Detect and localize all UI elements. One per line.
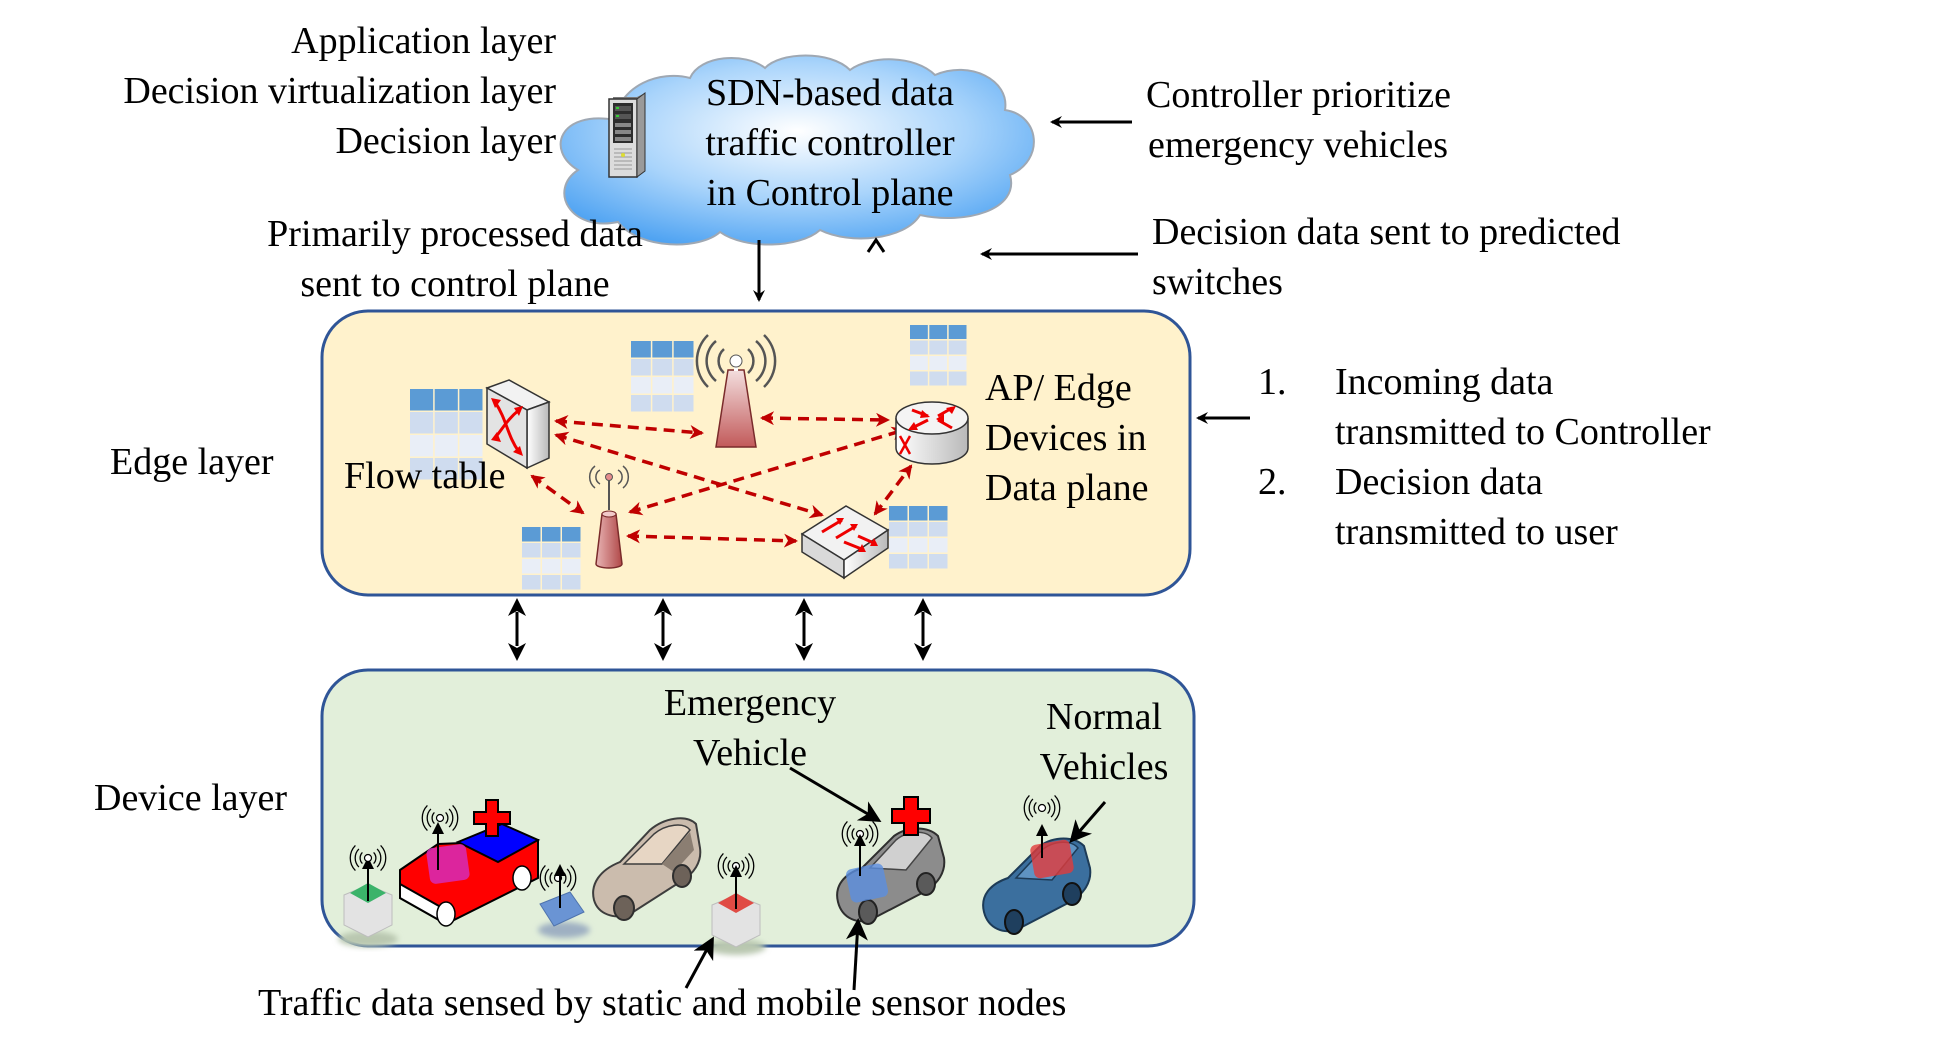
emergency-label-line-1: Emergency bbox=[663, 682, 837, 724]
layer-label-decision: Decision layer bbox=[335, 120, 556, 162]
edge-device-link-arrow bbox=[654, 598, 672, 661]
controller-note-line-2: emergency vehicles bbox=[1148, 124, 1448, 166]
wireless-signal-icon bbox=[349, 844, 387, 872]
cloud-text-line-1: SDN-based data bbox=[706, 72, 954, 114]
sensor-blue-icon bbox=[538, 864, 590, 938]
car-beige-icon bbox=[592, 817, 702, 921]
switch-icon bbox=[485, 379, 551, 470]
decision-note-line-2: switches bbox=[1152, 261, 1283, 303]
server-rack-icon bbox=[608, 92, 646, 178]
step-2-number: 2. bbox=[1258, 461, 1287, 503]
data-plane-text-line-3: Data plane bbox=[985, 467, 1149, 509]
edge-device-link-arrow bbox=[795, 598, 813, 661]
step-1-line-2: transmitted to Controller bbox=[1335, 411, 1711, 453]
flow-table-label: Flow table bbox=[344, 455, 506, 497]
emergency-label-line-2: Vehicle bbox=[693, 732, 807, 774]
data-plane-text-line-1: AP/ Edge bbox=[985, 367, 1132, 409]
wireless-signal-icon bbox=[717, 852, 755, 880]
arrow-caption-static bbox=[684, 936, 714, 989]
edge-device-link-arrow bbox=[914, 598, 932, 661]
edge-layer-label: Edge layer bbox=[110, 441, 274, 483]
wireless-signal-icon bbox=[421, 804, 459, 832]
layer-label-application: Application layer bbox=[291, 20, 556, 62]
ambulance-icon bbox=[399, 799, 541, 927]
car-blue-icon bbox=[982, 824, 1092, 935]
flow-table-icon bbox=[631, 341, 694, 412]
arrow-caption-mobile bbox=[845, 918, 868, 991]
data-plane-text-line-2: Devices in bbox=[985, 417, 1147, 459]
small-antenna-icon bbox=[588, 465, 630, 569]
arrow-normal-label bbox=[1069, 801, 1107, 844]
decision-note-line-1: Decision data sent to predicted bbox=[1152, 211, 1621, 253]
up-caret-icon bbox=[866, 237, 886, 253]
emergency-car-gray-icon bbox=[836, 827, 946, 925]
step-1-number: 1. bbox=[1258, 361, 1287, 403]
arrow-emergency-label bbox=[789, 766, 882, 823]
edge-device-link-arrow bbox=[508, 598, 526, 661]
workgroup-switch-icon bbox=[800, 505, 890, 580]
normal-label-line-1: Normal bbox=[1045, 696, 1163, 738]
sdn-controller-cloud bbox=[559, 54, 1035, 246]
red-cross-icon bbox=[891, 796, 931, 836]
flow-table-icon bbox=[889, 506, 948, 569]
cloud-text-line-2: traffic controller bbox=[705, 122, 955, 164]
normal-label-line-2: Vehicles bbox=[1039, 746, 1169, 788]
wireless-signal-icon bbox=[841, 820, 879, 848]
static-sensor-red-icon bbox=[706, 865, 766, 955]
static-sensor-green-icon bbox=[338, 857, 398, 947]
device-layer-label: Device layer bbox=[94, 777, 288, 819]
wireless-signal-icon bbox=[1023, 794, 1061, 822]
router-icon bbox=[895, 401, 969, 465]
upload-note-line-1: Primarily processed data bbox=[267, 213, 643, 255]
upload-note-line-2: sent to control plane bbox=[300, 263, 610, 305]
flow-table-icon bbox=[522, 527, 581, 590]
cloud-text-line-3: in Control plane bbox=[706, 172, 954, 214]
caption: Traffic data sensed by static and mobile… bbox=[258, 982, 1067, 1024]
controller-note-line-1: Controller prioritize bbox=[1146, 74, 1451, 116]
data-plane-links bbox=[530, 411, 913, 548]
step-2-line-2: transmitted to user bbox=[1335, 511, 1618, 553]
step-2-line-1: Decision data bbox=[1335, 461, 1543, 503]
layer-label-decision-virtualization: Decision virtualization layer bbox=[123, 70, 556, 112]
flow-table-icon bbox=[910, 325, 967, 386]
wireless-tower-icon bbox=[695, 334, 777, 448]
step-1-line-1: Incoming data bbox=[1335, 361, 1554, 403]
flow-table-icon bbox=[410, 389, 483, 480]
